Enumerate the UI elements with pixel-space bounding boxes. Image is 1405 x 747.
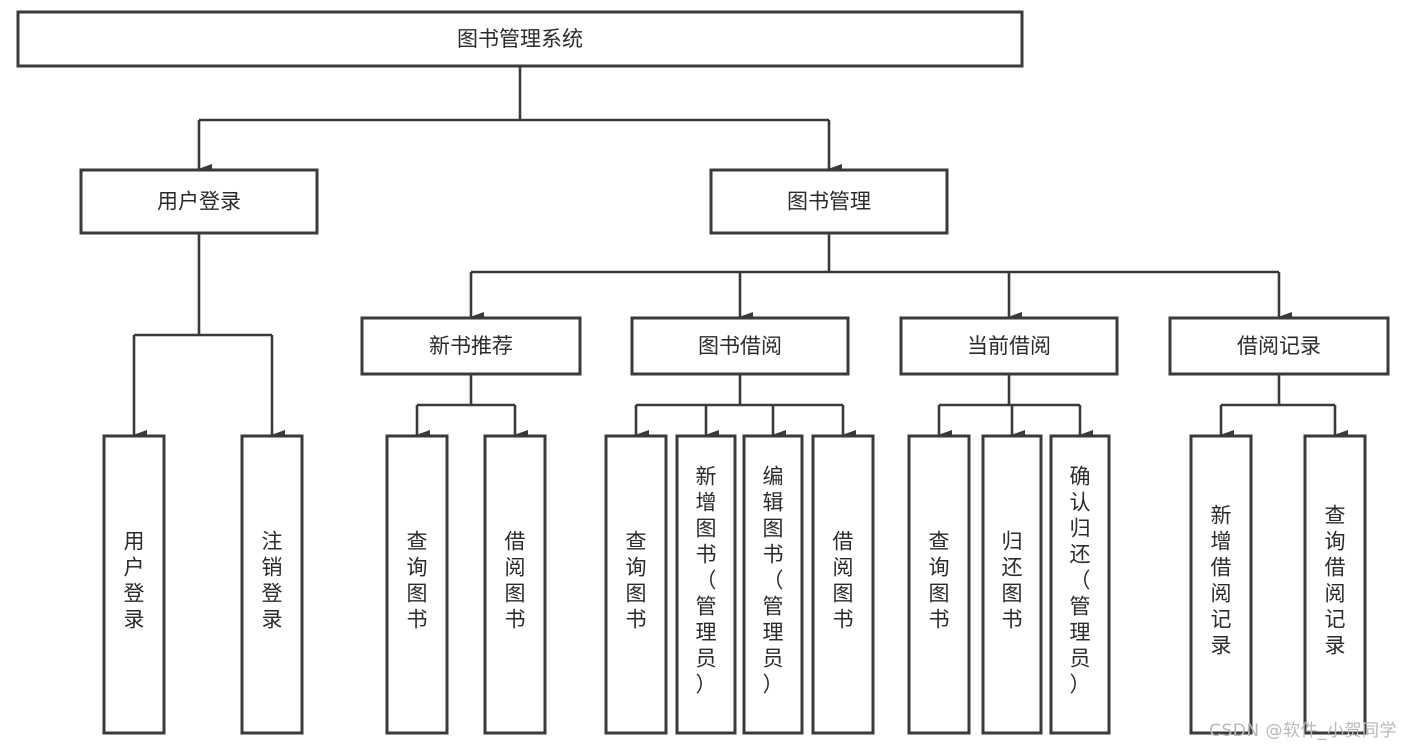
node-user-login[interactable]: 用户登录: [79, 168, 319, 235]
node-book-manage[interactable]: 图书管理: [709, 168, 949, 235]
node-leaf-query-book-borrow[interactable]: 查询图书: [604, 434, 668, 735]
node-leaf-query-book-cur[interactable]: 查询图书: [907, 434, 971, 735]
node-box-root: [16, 10, 1024, 68]
node-box-leaf-query-book-cur: [907, 434, 971, 735]
node-box-leaf-borrow-book-rec: [483, 434, 547, 735]
node-new-book-rec[interactable]: 新书推荐: [360, 316, 582, 376]
node-box-leaf-add-record: [1189, 434, 1253, 735]
node-current-borrow[interactable]: 当前借阅: [899, 316, 1119, 376]
node-leaf-user-login[interactable]: 用户登录: [102, 434, 166, 735]
node-book-borrow[interactable]: 图书借阅: [630, 316, 850, 376]
node-box-leaf-query-book-borrow: [604, 434, 668, 735]
node-box-user-login: [79, 168, 319, 235]
node-leaf-return-book[interactable]: 归还图书: [981, 434, 1043, 735]
node-label-leaf-query-book-rec: 查询图书: [407, 530, 428, 632]
node-label-leaf-query-book-cur: 查询图书: [929, 530, 950, 632]
node-box-current-borrow: [899, 316, 1119, 376]
node-label-new-book-rec: 新书推荐: [429, 334, 513, 358]
node-leaf-confirm-return[interactable]: 确认归还（管理员）: [1049, 434, 1111, 735]
node-label-leaf-edit-book: 编辑图书（管理员）: [763, 465, 784, 697]
node-label-leaf-borrow-book: 借阅图书: [833, 530, 854, 632]
node-box-leaf-logout: [240, 434, 304, 735]
node-label-leaf-add-record: 新增借阅记录: [1211, 504, 1232, 658]
node-root[interactable]: 图书管理系统: [16, 10, 1024, 68]
node-label-leaf-borrow-book-rec: 借阅图书: [505, 530, 526, 632]
node-label-current-borrow: 当前借阅: [967, 334, 1051, 358]
node-box-leaf-add-book: [675, 434, 737, 735]
node-label-book-borrow: 图书借阅: [698, 334, 782, 358]
node-box-leaf-edit-book: [742, 434, 804, 735]
node-label-user-login: 用户登录: [157, 190, 241, 214]
node-box-leaf-confirm-return: [1049, 434, 1111, 735]
node-borrow-record[interactable]: 借阅记录: [1168, 316, 1390, 376]
node-label-leaf-logout: 注销登录: [262, 530, 283, 632]
node-leaf-query-book-rec[interactable]: 查询图书: [385, 434, 449, 735]
node-box-leaf-user-login: [102, 434, 166, 735]
node-box-book-borrow: [630, 316, 850, 376]
node-label-borrow-record: 借阅记录: [1237, 334, 1321, 358]
node-leaf-edit-book[interactable]: 编辑图书（管理员）: [742, 434, 804, 735]
node-leaf-add-book[interactable]: 新增图书（管理员）: [675, 434, 737, 735]
node-label-leaf-query-record: 查询借阅记录: [1325, 504, 1346, 658]
node-box-book-manage: [709, 168, 949, 235]
node-leaf-add-record[interactable]: 新增借阅记录: [1189, 434, 1253, 735]
watermark-label: CSDN @软件_小贺同学: [1209, 721, 1397, 741]
node-label-leaf-return-book: 归还图书: [1002, 530, 1023, 632]
node-box-leaf-return-book: [981, 434, 1043, 735]
node-label-leaf-confirm-return: 确认归还（管理员）: [1070, 465, 1091, 697]
node-label-leaf-query-book-borrow: 查询图书: [626, 530, 647, 632]
node-label-root: 图书管理系统: [457, 27, 583, 51]
node-boxes: 图书管理系统用户登录图书管理新书推荐图书借阅当前借阅借阅记录用户登录注销登录查询…: [16, 10, 1390, 735]
node-box-leaf-query-book-rec: [385, 434, 449, 735]
node-leaf-query-record[interactable]: 查询借阅记录: [1303, 434, 1367, 735]
node-box-leaf-query-record: [1303, 434, 1367, 735]
node-box-borrow-record: [1168, 316, 1390, 376]
connector-lines: [132, 66, 1348, 440]
node-leaf-borrow-book-rec[interactable]: 借阅图书: [483, 434, 547, 735]
node-box-new-book-rec: [360, 316, 582, 376]
node-leaf-logout[interactable]: 注销登录: [240, 434, 304, 735]
node-box-leaf-borrow-book: [811, 434, 875, 735]
node-label-leaf-add-book: 新增图书（管理员）: [696, 465, 717, 697]
node-leaf-borrow-book[interactable]: 借阅图书: [811, 434, 875, 735]
node-label-leaf-user-login: 用户登录: [124, 530, 145, 632]
node-label-book-manage: 图书管理: [787, 190, 871, 214]
